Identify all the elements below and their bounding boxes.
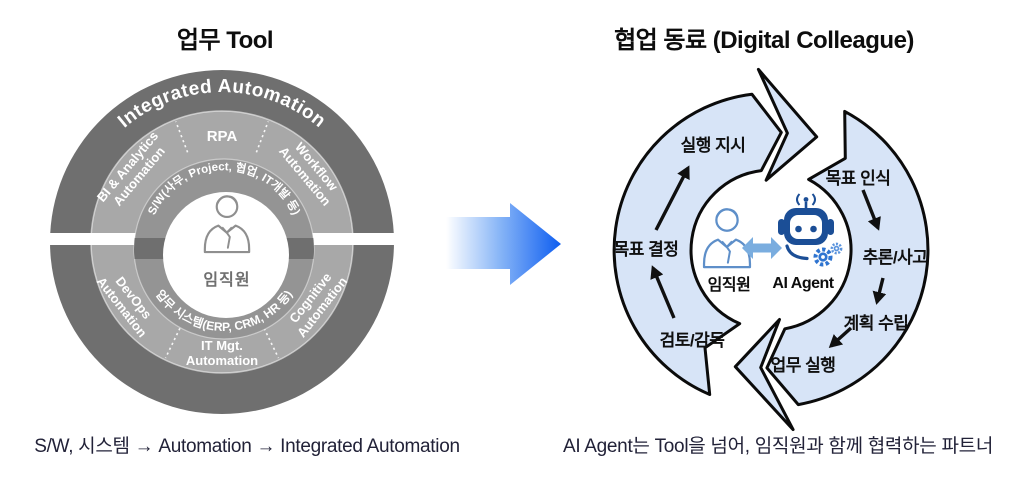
svg-text:IT Mgt.: IT Mgt.: [201, 338, 243, 353]
cycle-step-plan: 계획 수립: [844, 314, 909, 333]
employee-icon-blue: [702, 208, 752, 269]
ai-agent-label: AI Agent: [772, 275, 834, 292]
cycle-arrow-top-head: [756, 67, 819, 182]
segment-itmgt-label: IT Mgt. Automation: [186, 338, 258, 368]
cycle-step-recognize: 목표 인식: [826, 169, 891, 188]
flow-arrow-review-to-decide: [650, 265, 676, 319]
employee-label-left: 임직원: [203, 271, 250, 289]
cycle-step-decide: 목표 결정: [614, 240, 679, 259]
flow-arrow-recognize-to-reason: [861, 189, 881, 231]
flow-arrow-decide-to-execute: [654, 165, 690, 231]
cycle-step-execute: 실행 지시: [681, 136, 746, 155]
left-panel-title: 업무 Tool: [176, 27, 274, 54]
cycle-arrow-right-body: [765, 109, 930, 407]
transition-arrow: [446, 203, 561, 285]
work-tool-ring-diagram: Integrated Automation RPA BI & Analytics…: [46, 70, 398, 414]
cycle-step-run: 업무 실행: [771, 356, 836, 375]
right-caption: AI Agent는 Tool을 넘어, 임직원과 함께 협력하는 파트너: [562, 436, 994, 457]
cycle-step-review: 검토/감독: [660, 331, 726, 350]
right-panel-title: 협업 동료 (Digital Colleague): [614, 27, 914, 54]
cycle-arrow-left-body: [612, 92, 783, 396]
right-arrow-icon: [446, 203, 561, 285]
left-caption: S/W, 시스템 → Automation → Integrated Autom…: [34, 436, 460, 457]
digital-colleague-cycle-diagram: 실행 지시 목표 인식 추론/사고 계획 수립 업무 실행 검토/감독 목표 결…: [612, 67, 930, 432]
segment-rpa-label: RPA: [207, 128, 238, 145]
flow-arrow-plan-to-run: [828, 326, 853, 349]
flow-arrow-reason-to-plan: [872, 277, 887, 305]
cycle-flow-arrows: [650, 165, 887, 349]
ai-agent-robot-icon: [778, 193, 843, 267]
svg-text:Automation: Automation: [186, 353, 258, 368]
gear-icon-large: [813, 247, 833, 267]
cycle-arrow-bottom-head: [733, 318, 795, 432]
employee-label-right: 임직원: [708, 276, 751, 294]
gear-icon-small: [830, 242, 843, 255]
cycle-step-reason: 추론/사고: [863, 248, 929, 267]
center-hub: [163, 192, 289, 318]
swap-arrow-icon: [742, 237, 782, 259]
segment-separators: [164, 121, 280, 359]
